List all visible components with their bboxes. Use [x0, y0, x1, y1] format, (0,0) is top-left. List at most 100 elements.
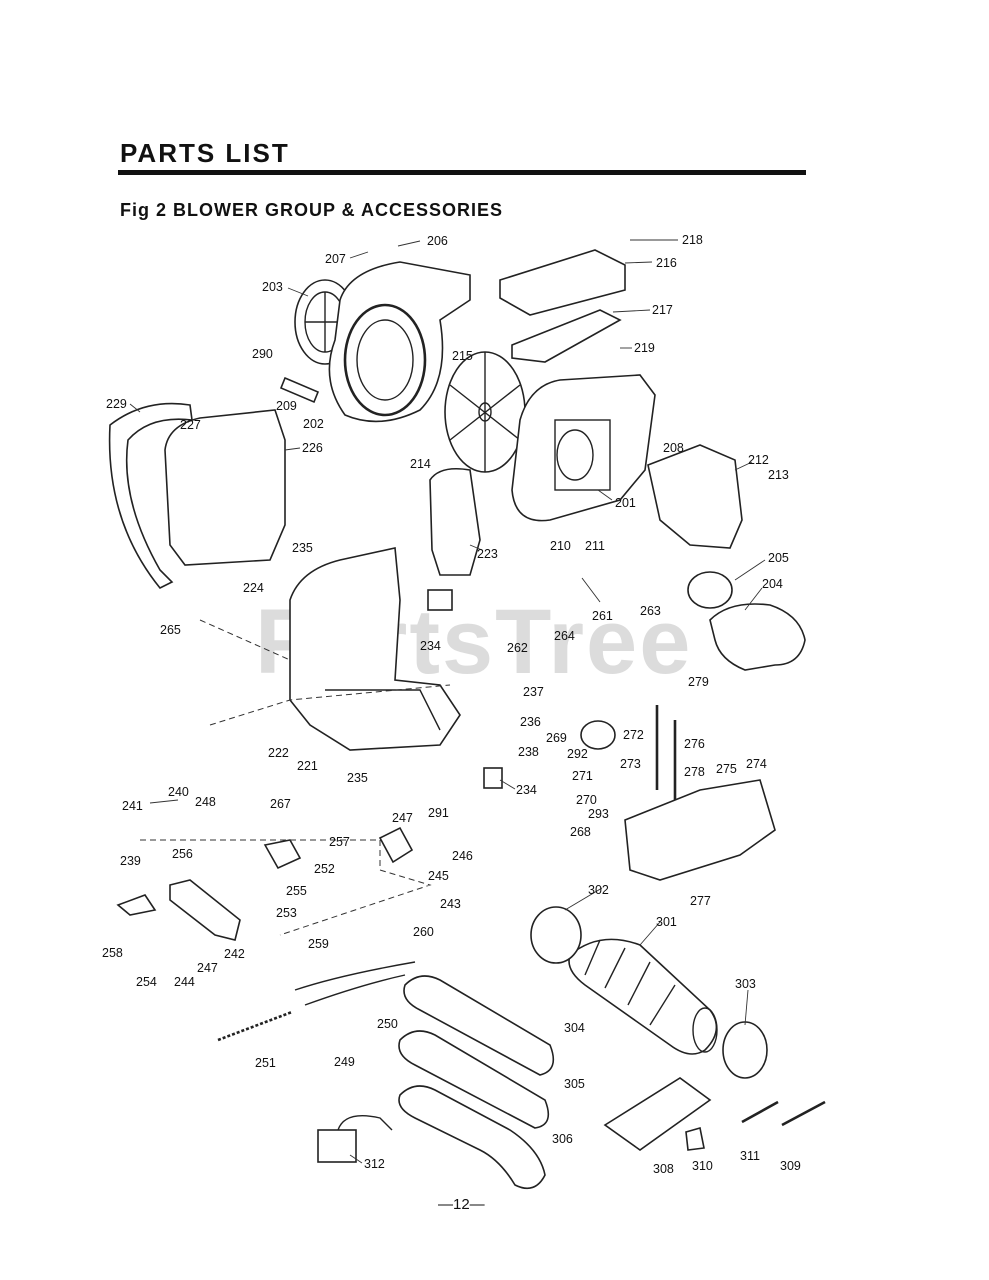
callout-label: 236 [520, 715, 541, 729]
callout-label: 209 [276, 399, 297, 413]
callout-label: 276 [684, 737, 705, 751]
callout-label: 272 [623, 728, 644, 742]
callout-label: 303 [735, 977, 756, 991]
callout-label: 210 [550, 539, 571, 553]
callout-label: 235 [347, 771, 368, 785]
leader-lines [129, 239, 766, 1164]
part-charger [317, 1129, 357, 1163]
callout-label: 263 [640, 604, 661, 618]
part-nozzle-306 [398, 1085, 546, 1190]
title-rule [118, 170, 806, 175]
part-tool-pouch [603, 1077, 712, 1151]
callout-label: 258 [102, 946, 123, 960]
callout-label: 275 [716, 762, 737, 776]
part-pipe-304 [403, 975, 555, 1076]
part-pipe-305 [398, 1030, 550, 1129]
part-fuel-tank [624, 779, 776, 881]
callout-label: 239 [120, 854, 141, 868]
callout-label: 238 [518, 745, 539, 759]
callout-label: 254 [136, 975, 157, 989]
callout-label: 260 [413, 925, 434, 939]
callout-label: 278 [684, 765, 705, 779]
callout-label: 208 [663, 441, 684, 455]
callout-label: 201 [615, 496, 636, 510]
callout-label: 301 [656, 915, 677, 929]
callout-label: 222 [268, 746, 289, 760]
part-blower-housing-rear [511, 374, 656, 522]
callout-label: 251 [255, 1056, 276, 1070]
callout-label: 292 [567, 747, 588, 761]
part-flex-hose [568, 938, 718, 1055]
callout-label: 273 [620, 757, 641, 771]
callout-label: 246 [452, 849, 473, 863]
callout-label: 205 [768, 551, 789, 565]
callout-label: 226 [302, 441, 323, 455]
callout-label: 277 [690, 894, 711, 908]
callout-label: 247 [392, 811, 413, 825]
part-fuel-cap [580, 720, 616, 750]
callout-label: 265 [160, 623, 181, 637]
callout-label: 305 [564, 1077, 585, 1091]
callout-label: 255 [286, 884, 307, 898]
callout-label: 250 [377, 1017, 398, 1031]
callout-label: 202 [303, 417, 324, 431]
callout-label: 304 [564, 1021, 585, 1035]
callout-label: 291 [428, 806, 449, 820]
callout-label: 227 [180, 418, 201, 432]
part-hose-clamp-302 [530, 906, 582, 964]
callout-label: 217 [652, 303, 673, 317]
callout-label: 261 [592, 609, 613, 623]
callout-label: 235 [292, 541, 313, 555]
part-grommet [427, 589, 453, 611]
callout-label: 215 [452, 349, 473, 363]
part-spring [217, 1010, 293, 1042]
callout-label: 290 [252, 347, 273, 361]
callout-label: 218 [682, 233, 703, 247]
part-engine-cover [647, 444, 743, 549]
part-charger-cord [337, 1115, 393, 1131]
part-wrench [741, 1100, 779, 1124]
callout-label: 229 [106, 397, 127, 411]
part-shoulder-strap [108, 402, 193, 590]
callout-label: 243 [440, 897, 461, 911]
callout-label: 268 [570, 825, 591, 839]
callout-label: 271 [572, 769, 593, 783]
callout-label: 309 [780, 1159, 801, 1173]
callout-label: 237 [523, 685, 544, 699]
part-cable-249 [304, 974, 406, 1006]
callout-label: 293 [588, 807, 609, 821]
part-hose-clamp-303 [722, 1021, 768, 1079]
callout-label: 308 [653, 1162, 674, 1176]
callout-label: 274 [746, 757, 767, 771]
part-gasket [511, 309, 622, 363]
callout-label: 221 [297, 759, 318, 773]
callout-label: 270 [576, 793, 597, 807]
callout-label: 252 [314, 862, 335, 876]
part-air-duct [429, 467, 481, 576]
part-back-pad [164, 409, 286, 566]
callout-label: 262 [507, 641, 528, 655]
part-switch [116, 894, 157, 916]
callout-label: 248 [195, 795, 216, 809]
callout-label: 203 [262, 280, 283, 294]
callout-label: 247 [197, 961, 218, 975]
part-blower-housing-front [328, 261, 471, 423]
callout-label: 234 [516, 783, 537, 797]
part-backpack-frame [289, 547, 461, 751]
callout-label: 234 [420, 639, 441, 653]
part-cable-259 [294, 961, 416, 991]
assembly-line [140, 839, 432, 936]
callout-label: 279 [688, 675, 709, 689]
callout-label: 244 [174, 975, 195, 989]
callout-label: 213 [768, 468, 789, 482]
callout-label: 249 [334, 1055, 355, 1069]
callout-label: 253 [276, 906, 297, 920]
callout-label: 312 [364, 1157, 385, 1171]
callout-label: 264 [554, 629, 575, 643]
callout-label: 212 [748, 453, 769, 467]
callout-label: 269 [546, 731, 567, 745]
part-plug-wrench [685, 1126, 705, 1151]
page-number: —12— [438, 1196, 485, 1213]
page-title: PARTS LIST [120, 138, 290, 168]
